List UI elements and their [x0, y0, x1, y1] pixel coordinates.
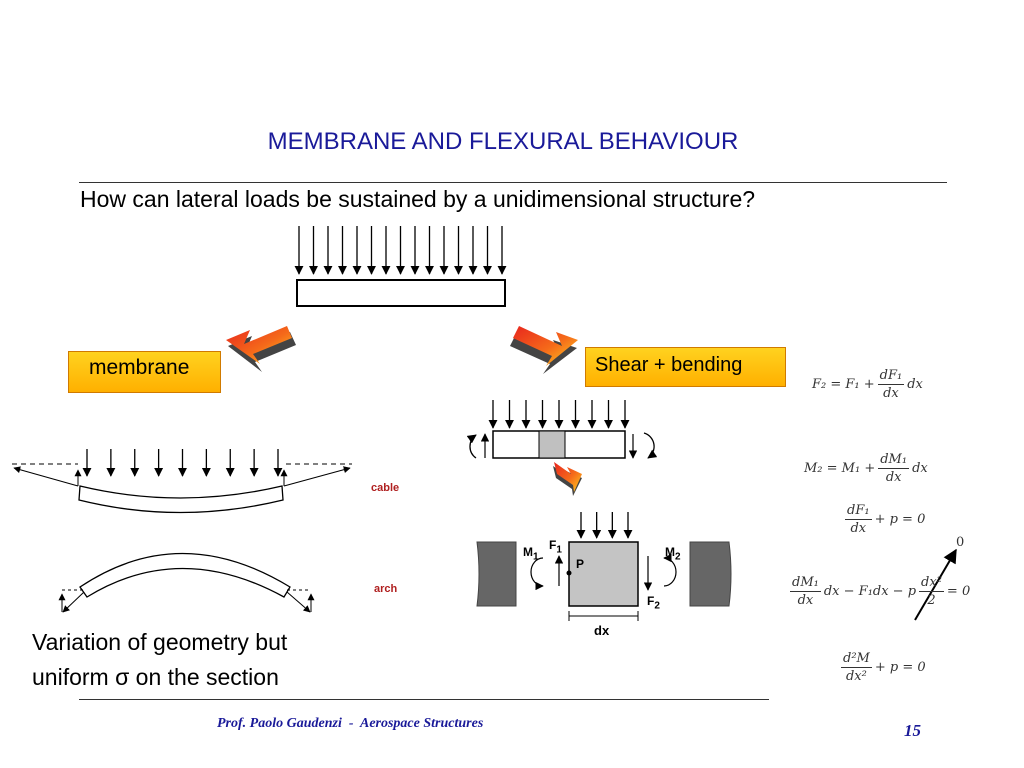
diagonal-arrow — [914, 548, 957, 621]
red-yellow-arrow-small-icon — [553, 462, 582, 496]
zero-label: 0 — [956, 535, 965, 550]
red-yellow-arrow-right-icon — [510, 326, 578, 374]
slide-title: MEMBRANE AND FLEXURAL BEHAVIOUR — [267, 128, 739, 155]
page-number: 15 — [904, 721, 921, 740]
arch-diagram — [58, 552, 315, 613]
top-beam — [296, 279, 506, 307]
cable-label: cable — [371, 482, 400, 494]
footer-text: Prof. Paolo Gaudenzi - Aerospace Structu… — [217, 716, 484, 731]
cable-diagram — [12, 449, 352, 514]
p-label: P — [576, 557, 585, 571]
f2-label: F2 — [647, 594, 660, 612]
top-divider — [79, 182, 947, 183]
red-yellow-arrow-left-icon — [226, 326, 296, 372]
free-body-diagram — [476, 512, 732, 621]
caption-text: Variation of geometry but uniform σ on t… — [32, 625, 287, 695]
f1-label: F1 — [549, 538, 562, 556]
arch-label: arch — [374, 583, 398, 595]
membrane-tag: membrane — [68, 351, 221, 393]
m1-label: M1 — [523, 545, 539, 563]
bottom-divider — [79, 699, 769, 700]
top-load-arrows — [294, 226, 507, 275]
beam-load-arrows — [488, 400, 630, 429]
m2-label: M2 — [665, 545, 681, 563]
caption-line-2: uniform σ on the section — [32, 664, 279, 690]
cable-load-arrows — [82, 449, 283, 477]
shear-bending-tag: Shear + bending — [585, 347, 786, 387]
caption-line-1: Variation of geometry but — [32, 629, 288, 655]
element-load-arrows — [576, 512, 633, 539]
dx-label: dx — [594, 623, 610, 638]
beam-element-diagram — [466, 400, 658, 459]
question-text: How can lateral loads be sustained by a … — [80, 186, 756, 212]
